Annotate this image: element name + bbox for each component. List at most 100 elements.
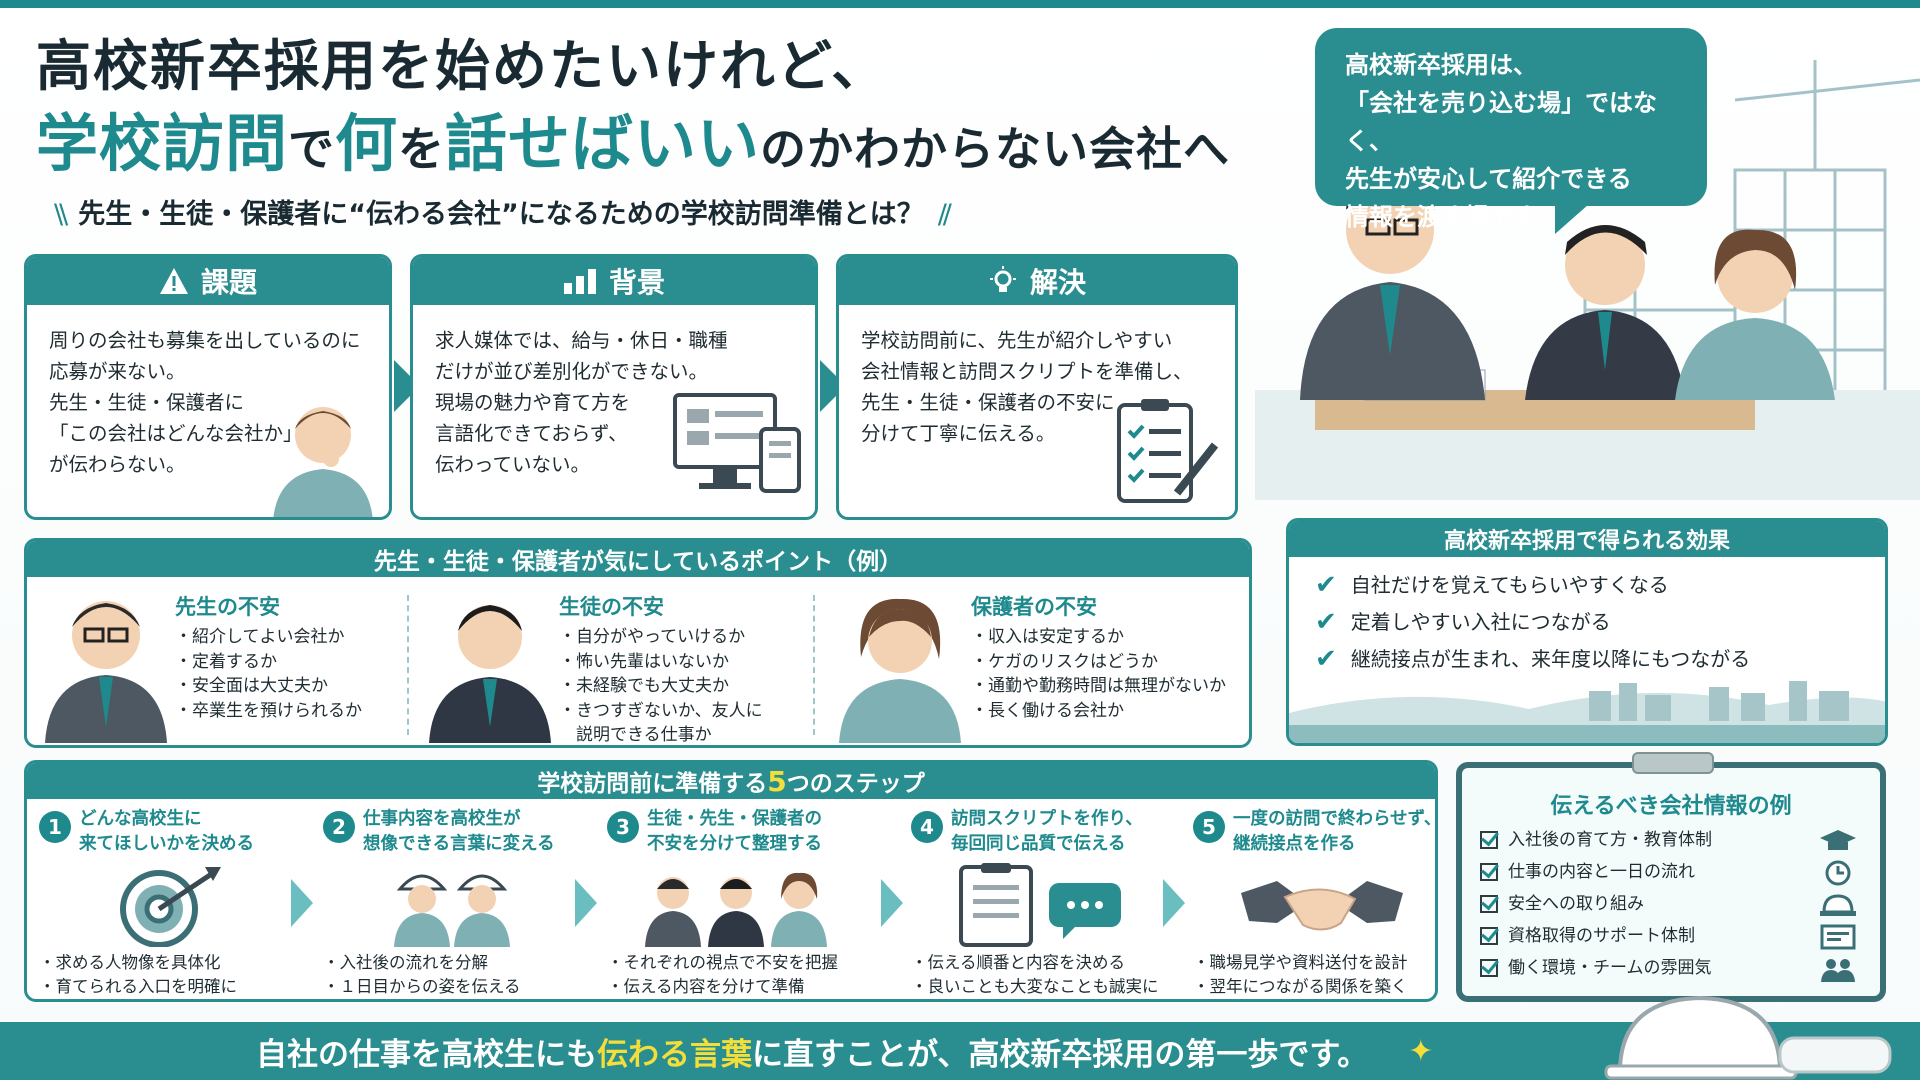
concern-item: ・通勤や勤務時間は無理がないか <box>971 676 1226 696</box>
checkbox-icon <box>1480 863 1498 881</box>
card-background-title: 背景 <box>608 266 665 299</box>
step-1: 1 どんな高校生に来てほしいかを決める ・求める人物像を具体化・育てられる入口を… <box>39 807 297 997</box>
footer-banner: 自社の仕事を高校生にも伝わる言葉に直すことが、高校新卒採用の第一歩です。 ✦ <box>0 1022 1920 1080</box>
worried-worker-icon <box>273 407 373 517</box>
card-line: が伝わらない。 <box>49 453 186 476</box>
clipboard-clip <box>1632 752 1714 774</box>
concern-item: ・安全面は大丈夫か <box>175 676 328 696</box>
concern-item: ・卒業生を預けられるか <box>175 700 362 721</box>
handshake-icon <box>1241 881 1403 931</box>
three-people-icon <box>645 872 827 947</box>
bar-chart-icon <box>563 269 596 294</box>
town-landscape-illustration <box>1289 681 1885 743</box>
info-item: 資格取得のサポート体制 <box>1480 920 1862 952</box>
step-bullet: ・１日目からの姿を伝える <box>323 977 521 996</box>
card-line: 伝わっていない。 <box>435 453 591 476</box>
card-line: 先生・生徒・保護者に <box>49 391 245 414</box>
subhead-text: 先生・生徒・保護者に“伝わる会社”になるための学校訪問準備とは？ <box>78 199 924 230</box>
target-icon <box>120 867 221 947</box>
effects-box: 高校新卒採用で得られる効果 ✔自社だけを覚えてもらいやすくなる ✔定着しやすい入… <box>1286 518 1888 746</box>
company-info-clipboard: 伝えるべき会社情報の例 入社後の育て方・教育体制 仕事の内容と一日の流れ 安全へ… <box>1456 752 1886 1002</box>
helmet-icon <box>1820 894 1856 916</box>
step-number: 4 <box>911 811 943 843</box>
headline-text-1: で <box>288 122 336 176</box>
step-number: 2 <box>323 811 355 843</box>
step-bullet: ・入社後の流れを分解 <box>323 953 488 972</box>
clipboard-icon <box>1117 399 1219 503</box>
info-item: 安全への取り組み <box>1480 888 1862 920</box>
headline-accent-3: 話せばいい <box>445 107 761 180</box>
step-bullet: ・求める人物像を具体化 <box>39 953 221 972</box>
step-title-line: 訪問スクリプトを作り、 <box>951 809 1143 829</box>
footer-text-2: に直すことが、高校新卒採用の第一歩です。 <box>752 1036 1369 1073</box>
step-bullet: ・職場見学や資料送付を設計 <box>1193 953 1408 972</box>
warning-icon <box>159 268 188 294</box>
card-line: 言語化できておらず、 <box>435 422 628 445</box>
card-line: 周りの会社も募集を出しているのに <box>49 329 361 352</box>
team-icon <box>1821 959 1855 982</box>
arrow-right-icon <box>575 879 597 927</box>
parent-concern-title: 保護者の不安 <box>971 595 1097 619</box>
headline-line2: 学校訪問で何を話せばいいのかわからない会社へ <box>36 102 1296 191</box>
info-text: 入社後の育て方・教育体制 <box>1508 830 1712 850</box>
subhead-right-mark: // <box>937 199 952 230</box>
step-title-line: 一度の訪問で終わらせず、 <box>1233 809 1438 829</box>
info-text: 安全への取り組み <box>1508 894 1644 914</box>
step-title-line: 想像できる言葉に変える <box>363 834 555 854</box>
step-bullet: ・それぞれの視点で不安を把握 <box>607 953 838 972</box>
concern-points-section: 先生・生徒・保護者が気にしているポイント（例） 先生の不安 ・紹介してよい会社か… <box>24 538 1252 748</box>
arrow-right-icon <box>881 879 903 927</box>
check-icon: ✔ <box>1315 644 1337 674</box>
info-item: 仕事の内容と一日の流れ <box>1480 856 1862 888</box>
info-text: 資格取得のサポート体制 <box>1508 926 1695 946</box>
card-background-body: 求人媒体では、給与・休日・職種 だけが並び差別化ができない。 現場の魅力や育て方… <box>413 305 815 500</box>
card-solution-title: 解決 <box>1029 266 1086 299</box>
effect-item: ✔ 継続接点が生まれ、来年度以降にもつながる <box>1315 641 1859 678</box>
card-issue-body: 周りの会社も募集を出しているのに 応募が来ない。 先生・生徒・保護者に 「この会… <box>27 305 389 517</box>
step-title-line: 継続接点を作る <box>1233 834 1356 854</box>
concern-item: ・未経験でも大丈夫か <box>559 676 729 696</box>
speech-bubble: 高校新卒採用は、 「会社を売り込む場」ではなく、 先生が安心して紹介できる 情報… <box>1315 28 1707 234</box>
step-5: 5 一度の訪問で終わらせず、継続接点を作る ・職場見学や資料送付を設計・翌年につ… <box>1193 807 1438 997</box>
clock-icon <box>1825 860 1851 886</box>
student-concern-title: 生徒の不安 <box>559 595 664 619</box>
headline-line1: 高校新卒採用を始めたいけれど、 <box>36 34 889 98</box>
bubble-line: 高校新卒採用は、 <box>1345 51 1537 79</box>
card-solution-body: 学校訪問前に、先生が紹介しやすい 会社情報と訪問スクリプトを準備し、 先生・生徒… <box>839 305 1235 503</box>
meeting-illustration <box>1255 60 1920 500</box>
parent-concerns: 保護者の不安 ・収入は安定するか ・ケガのリスクはどうか ・通勤や勤務時間は無理… <box>971 591 1226 741</box>
computer-monitor-icon <box>673 393 801 493</box>
card-line: だけが並び差別化ができない。 <box>435 360 709 383</box>
subheadline: \\先生・生徒・保護者に“伝わる会社”になるための学校訪問準備とは？// <box>40 192 1060 231</box>
concern-item: ・きつすぎないか、友人に <box>559 700 763 721</box>
card-line: 「この会社はどんな会社か」 <box>49 422 303 445</box>
effect-text: 定着しやすい入社につながる <box>1350 610 1611 634</box>
headline-accent-2: 何 <box>335 107 399 180</box>
footer-highlight: 伝わる言葉 <box>597 1036 752 1073</box>
steps-title-number: 5 <box>767 764 787 798</box>
card-line: 先生・生徒・保護者の不安に <box>861 391 1115 414</box>
footer-text-1: 自社の仕事を高校生にも <box>256 1036 597 1073</box>
check-icon: ✔ <box>1315 607 1337 637</box>
info-text: 働く環境・チームの雰囲気 <box>1508 958 1712 978</box>
checkbox-icon <box>1480 959 1498 977</box>
teacher-concerns: 先生の不安 ・紹介してよい会社か ・定着するか ・安全面は大丈夫か ・卒業生を預… <box>175 591 362 741</box>
divider <box>813 595 815 735</box>
step-number: 5 <box>1193 811 1225 843</box>
concern-item: ・収入は安定するか <box>971 627 1124 647</box>
step-title-line: 来てほしいかを決める <box>79 834 254 854</box>
headline: 高校新卒採用を始めたいけれど、 学校訪問で何を話せばいいのかわからない会社へ <box>36 30 1296 191</box>
card-issue: 課題 周りの会社も募集を出しているのに 応募が来ない。 先生・生徒・保護者に 「… <box>24 254 392 520</box>
step-number: 1 <box>39 811 71 843</box>
concern-item: ・長く働ける会社か <box>971 700 1124 721</box>
effect-text: 継続接点が生まれ、来年度以降にもつながる <box>1350 647 1751 671</box>
card-issue-header: 課題 <box>27 257 389 305</box>
step-bullet: ・育てられる入口を明確に <box>39 977 237 996</box>
step-4: 4 訪問スクリプトを作り、毎回同じ品質で伝える ・伝える順番と内容を決める・良い… <box>911 807 1169 997</box>
steps-title-pre: 学校訪問前に準備する <box>537 771 768 797</box>
steps-title-post: つのステップ <box>786 771 925 797</box>
step-number: 3 <box>607 811 639 843</box>
hard-hat-illustration <box>1604 995 1892 1080</box>
